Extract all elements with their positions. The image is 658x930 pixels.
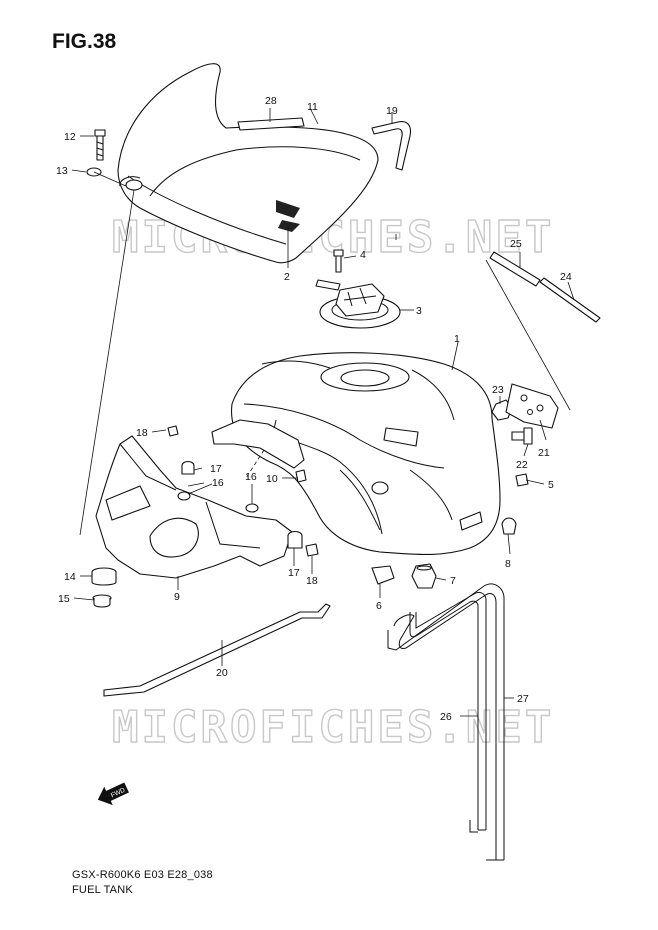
callout-17-upper: 17	[210, 463, 222, 475]
part-17-damper-lower	[287, 530, 303, 549]
callout-labels: 28 11 19 12 13 2 4 3 1 25 24 23 21 22 5 …	[56, 95, 572, 723]
part-5-cushion	[515, 473, 529, 487]
part-19-breather-hose	[371, 121, 412, 171]
callout-11: 11	[307, 101, 318, 113]
callout-16-left: 16	[212, 477, 224, 489]
callout-21: 21	[538, 447, 550, 459]
callout-19: 19	[386, 105, 398, 117]
callout-20: 20	[216, 667, 228, 679]
part-12-bolt	[94, 129, 106, 161]
part-16-nut-left	[177, 491, 191, 501]
callout-2: 2	[284, 271, 290, 283]
callout-22: 22	[516, 459, 528, 471]
part-20-drain-rod	[103, 603, 331, 697]
part-7-valve	[411, 563, 437, 589]
callout-10: 10	[266, 473, 278, 485]
callout-26: 26	[440, 711, 452, 723]
part-3-filler-cap	[315, 279, 401, 329]
callout-23: 23	[492, 384, 504, 396]
part-28-trim-strip	[237, 117, 305, 131]
callout-17-lower: 17	[288, 567, 300, 579]
callout-13: 13	[56, 165, 68, 177]
callout-9: 9	[174, 591, 180, 603]
part-9-bracket	[95, 435, 293, 579]
callout-12: 12	[64, 131, 76, 143]
callout-25: 25	[510, 238, 522, 250]
callout-6: 6	[376, 600, 382, 612]
part-21-bracket-plate	[505, 383, 559, 429]
callout-18-upper: 18	[136, 427, 148, 439]
callout-14: 14	[64, 571, 76, 583]
part-17-damper-upper	[181, 460, 195, 475]
callout-4: 4	[360, 249, 366, 261]
callout-28: 28	[265, 95, 277, 107]
callout-16-right: 16	[245, 471, 257, 483]
callout-27: 27	[517, 693, 529, 705]
part-26-27-hoses	[387, 583, 505, 861]
front-direction-arrow-icon	[97, 782, 129, 806]
part-1-fuel-tank	[231, 352, 501, 556]
callout-5: 5	[548, 479, 554, 491]
part-8-grommet	[501, 517, 517, 535]
part-14-cushion	[91, 567, 117, 586]
watermark-bottom: MICROFICHES.NET	[112, 702, 554, 753]
part-10-bolt	[295, 469, 307, 483]
model-code: GSX-R600K6 E03 E28_038	[72, 869, 213, 881]
part-22-bolt	[511, 427, 533, 445]
figure-caption: FUEL TANK	[72, 884, 133, 896]
part-11-tank-cover	[117, 63, 379, 264]
part-15-collar	[92, 594, 112, 608]
fwd-direction-badge: FWD	[97, 782, 129, 806]
part-4-bolt	[333, 249, 344, 273]
callout-15: 15	[58, 593, 70, 605]
leader-lines	[71, 107, 575, 717]
callout-3: 3	[416, 305, 422, 317]
figure-title: FIG.38	[52, 30, 117, 53]
callout-7: 7	[450, 575, 456, 587]
callout-24: 24	[560, 271, 572, 283]
callout-1: 1	[454, 333, 460, 345]
bracket-inner-piece	[211, 419, 305, 469]
part-16-nut-right	[245, 503, 259, 513]
part-18-clip-lower	[305, 543, 319, 557]
part-6-cushion	[371, 565, 395, 585]
part-18-clip-upper	[167, 425, 179, 437]
part-25-collar	[489, 251, 541, 287]
callout-8: 8	[505, 558, 511, 570]
callout-18-lower: 18	[306, 575, 318, 587]
part-24-long-bolt	[539, 277, 601, 323]
